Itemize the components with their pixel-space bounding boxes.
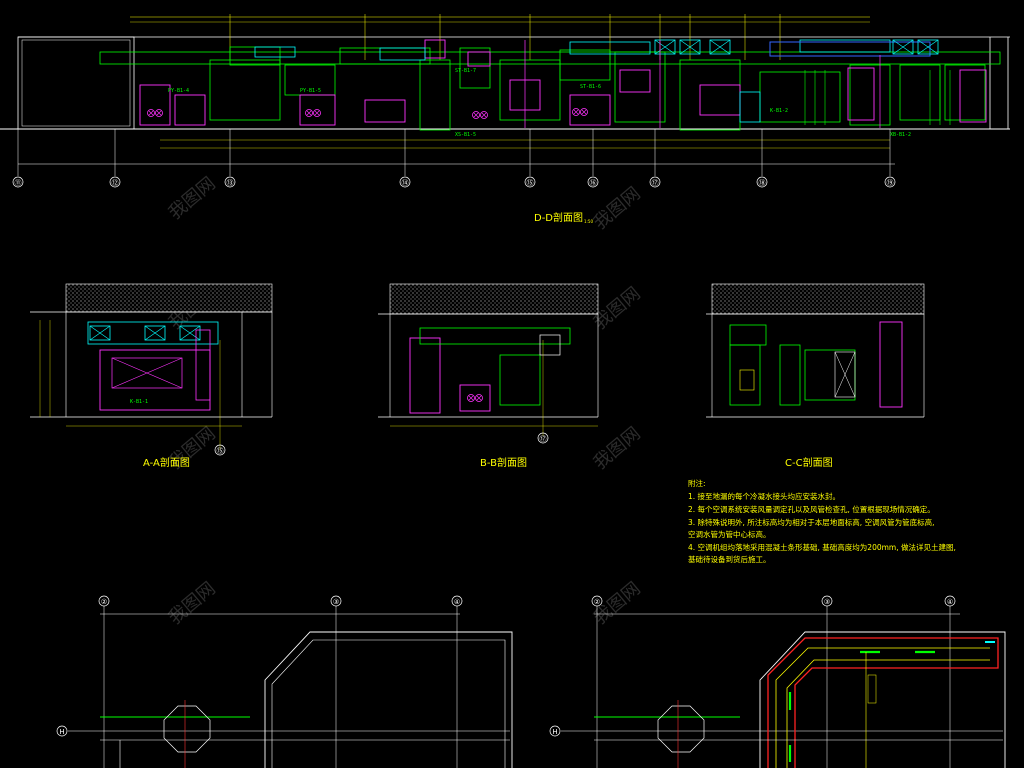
section-title-aa: A-A剖面图 <box>143 456 190 469</box>
watermark-text: 我图网 <box>165 173 220 224</box>
equipment-label: ST-B1-7 <box>455 68 476 74</box>
note-line: 基础待设备到货后施工。 <box>688 554 771 564</box>
note-line: 2. 每个空调系统安装风量调定孔以及风管检查孔, 位置根据现场情况确定。 <box>688 504 935 514</box>
section-aa: K-B1-1 ⑮ A-A剖面图 <box>30 283 273 469</box>
grid-axis-label: ⑫ <box>112 179 119 187</box>
equipment-label: ST-B1-6 <box>580 84 601 90</box>
plan-right: ② ③ ④ H <box>549 595 1006 768</box>
grid-axis-label: ⑱ <box>759 179 766 187</box>
equipment-label: PY-B1-4 <box>168 88 189 94</box>
note-line: 空调水管为管中心标高。 <box>688 529 771 539</box>
watermark-layer: 我图网 我图网 我图网 我图网 我图网 我图网 我图网 我图网 <box>165 173 645 629</box>
section-title-dd: D-D剖面图 <box>534 211 583 224</box>
section-scale: 1:50 <box>584 219 593 224</box>
grid-axis-label: ⑯ <box>590 179 597 187</box>
grid-axis-label: ⑬ <box>227 179 234 187</box>
notes-block: 附注: 1. 接至地漏的每个冷凝水接头均应安装水封。 2. 每个空调系统安装风量… <box>688 478 956 564</box>
watermark-text: 我图网 <box>590 423 645 474</box>
grid-axis-label: ⑰ <box>540 435 547 443</box>
grid-axis-label: ⑮ <box>527 179 534 187</box>
section-dd: ⑪ ⑫ ⑬ ⑭ ⑮ ⑯ ⑰ ⑱ ⑲ PY-B1-4 PY-B1-5 ST-B1-… <box>0 14 1010 224</box>
section-title-bb: B-B剖面图 <box>480 456 527 469</box>
section-cc: C-C剖面图 <box>706 283 925 469</box>
grid-axis-label: ⑭ <box>402 179 409 187</box>
note-line: 1. 接至地漏的每个冷凝水接头均应安装水封。 <box>688 491 840 501</box>
watermark-text: 我图网 <box>165 578 220 629</box>
grid-axis-label: ② <box>594 598 600 606</box>
notes-heading: 附注: <box>688 478 706 488</box>
grid-axis-label: ⑪ <box>15 179 22 187</box>
note-line: 4. 空调机组均落地采用混凝土条形基础, 基础高度均为200mm, 做法详见土建… <box>688 542 956 552</box>
grid-axis-label: ③ <box>824 598 830 606</box>
grid-axis-label: ③ <box>333 598 339 606</box>
grid-axis-label: H <box>552 728 557 736</box>
grid-axis-label: ④ <box>947 598 953 606</box>
plan-left: ② ③ ④ H <box>56 595 513 768</box>
equipment-label: K-B1-1 <box>130 399 148 405</box>
grid-axis-label: ⑲ <box>887 179 894 187</box>
watermark-text: 我图网 <box>590 183 645 234</box>
grid-axis-label: ⑰ <box>652 179 659 187</box>
equipment-label: XB-B1-2 <box>890 132 911 138</box>
section-title-cc: C-C剖面图 <box>785 456 833 469</box>
grid-axis-label: ② <box>101 598 107 606</box>
grid-axis-label: ⑮ <box>217 447 224 455</box>
grid-axis-label: ④ <box>454 598 460 606</box>
equipment-label: PY-B1-5 <box>300 88 321 94</box>
section-bb: ⑰ B-B剖面图 <box>378 283 599 469</box>
equipment-label: XS-B1-5 <box>455 132 476 138</box>
equipment-label: K-B1-2 <box>770 108 788 114</box>
grid-axis-label: H <box>59 728 64 736</box>
note-line: 3. 除特殊说明外, 所注标高均为相对于本层地面标高, 空调风管为管底标高, <box>688 517 934 527</box>
